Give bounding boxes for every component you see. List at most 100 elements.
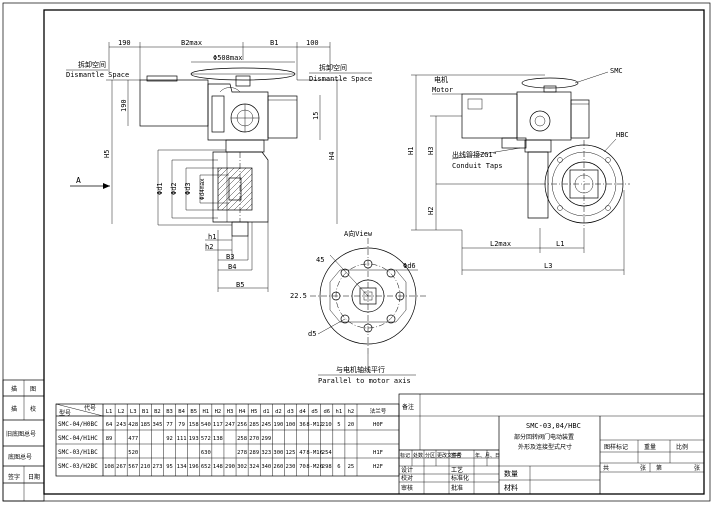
drawing-title-line3: 外形及连接型式尺寸 xyxy=(518,443,572,451)
motor-cn: 电机 xyxy=(434,75,448,84)
table-cell: 47 xyxy=(299,450,306,456)
table-cell: 285 xyxy=(249,422,259,428)
table-cell: 77 xyxy=(166,422,173,428)
table-col-header: B3 xyxy=(166,409,173,415)
table-col-header: d4 xyxy=(299,409,306,415)
drawing-title-line2: 部分回转阀门电动装置 xyxy=(514,433,574,441)
table-cell: 138 xyxy=(213,436,223,442)
motor-body xyxy=(139,79,209,127)
dismantle-left-cn: 拆卸空间 xyxy=(78,60,106,69)
outer-border xyxy=(2,2,711,502)
table-cell: 230 xyxy=(286,464,296,470)
table-cell: 290 xyxy=(225,464,235,470)
margin-cell: 底图总号 xyxy=(8,453,32,461)
table-cell: 340 xyxy=(261,464,271,470)
table-cell: 108 xyxy=(104,464,114,470)
dim-h3-right: H3 xyxy=(427,147,435,155)
table-cell: 345 xyxy=(152,422,162,428)
role-check: 校对 xyxy=(401,474,413,482)
table-header-model: 型号 xyxy=(59,409,71,417)
table-cell: 6 xyxy=(337,464,340,470)
table-cell: 245 xyxy=(261,422,271,428)
table-cell: 256 xyxy=(237,422,247,428)
dim-h5: H5 xyxy=(103,150,111,158)
dim-l3: L3 xyxy=(544,262,552,270)
hbc-label: HBC xyxy=(616,131,629,139)
margin-cell: 图 xyxy=(30,386,36,393)
table-col-header: H3 xyxy=(227,409,234,415)
margin-cell: 日期 xyxy=(28,473,40,481)
table-col-header: L1 xyxy=(106,409,113,415)
flange-dim-d5: d5 xyxy=(308,330,316,338)
role-process: 工艺 xyxy=(451,466,463,474)
table-col-header: 法兰号 xyxy=(370,407,387,415)
table-cell: 185 xyxy=(140,422,150,428)
table-cell: 520 xyxy=(128,450,138,456)
table-col-header: h1 xyxy=(336,409,343,415)
table-cell: 210 xyxy=(322,422,332,428)
table-header-code: 代号 xyxy=(84,404,96,412)
table-row-model: SMC-04/H1HC xyxy=(58,435,98,442)
drawing-title-line1: SMC-03,04/HBC xyxy=(526,422,581,430)
flange-dim-d6: Φd6 xyxy=(403,262,416,270)
table-cell: 8-M12 xyxy=(306,422,323,428)
table-cell: H2F xyxy=(373,464,383,470)
table-col-header: d5 xyxy=(311,409,318,415)
table-cell: 117 xyxy=(213,422,223,428)
motor-block xyxy=(461,93,518,139)
dim-b1: B1 xyxy=(270,39,278,47)
table-cell: H1F xyxy=(373,450,383,456)
table-cell: 273 xyxy=(152,464,162,470)
rev-col-sign: 签名 xyxy=(451,452,461,459)
material-label: 材料 xyxy=(504,483,518,492)
margin-cell: 旧底图总号 xyxy=(6,430,36,438)
flange-a-view: A向View 45 Φd6 22.5 d5 与电机轴线平行 Parallel t… xyxy=(290,229,426,385)
table-cell: 111 xyxy=(177,436,187,442)
dim-phi-d4max: Φd4max xyxy=(199,178,206,200)
table-cell: 210 xyxy=(140,464,150,470)
dim-b4: B4 xyxy=(228,263,236,271)
dismantle-left-en: Dismantle Space xyxy=(66,71,129,79)
stage-header-weight: 重量 xyxy=(644,443,656,451)
table-col-header: B2 xyxy=(154,409,161,415)
table-cell: 540 xyxy=(201,422,211,428)
flange-hatching xyxy=(217,167,253,211)
dim-b5: B5 xyxy=(236,281,244,289)
table-cell: 247 xyxy=(225,422,235,428)
table-col-header: B1 xyxy=(142,409,149,415)
dismantle-right-en: Dismantle Space xyxy=(309,75,372,83)
margin-cell: 描 xyxy=(11,405,17,413)
table-col-header: B5 xyxy=(190,409,197,415)
a-view-label: A xyxy=(76,176,81,185)
table-cell: 567 xyxy=(128,464,138,470)
role-design: 设计 xyxy=(401,466,413,474)
rev-col-count: 处数 xyxy=(413,452,423,459)
table-cell: 64 xyxy=(106,422,113,428)
dim-190-top: 190 xyxy=(118,39,131,47)
dim-h4: H4 xyxy=(328,152,336,160)
table-cell: 5 xyxy=(337,422,340,428)
rev-col-zone: 分区 xyxy=(425,452,435,459)
table-cell: 270 xyxy=(249,436,259,442)
role-review: 审核 xyxy=(401,484,413,492)
table-cell: 79 xyxy=(178,422,185,428)
table-col-header: d1 xyxy=(263,409,270,415)
flange-view-title: A向View xyxy=(344,229,373,238)
table-cell: 254 xyxy=(322,450,333,456)
sheet-unit: 张 xyxy=(640,464,646,472)
dim-phi-d3: Φd3 xyxy=(184,182,192,195)
table-cell: 298 xyxy=(322,464,332,470)
stage-header-scale: 比例 xyxy=(676,443,688,451)
table-cell: 630 xyxy=(201,450,211,456)
dim-b3: B3 xyxy=(226,253,234,261)
table-cell: 100 xyxy=(286,422,296,428)
table-cell: H0F xyxy=(373,422,383,428)
dim-h2-right: H2 xyxy=(427,207,435,215)
conduit-cn: 出线管接ZG1" xyxy=(452,150,497,159)
stage-header-pattern: 图样标记 xyxy=(604,443,628,451)
table-cell: 260 xyxy=(273,464,283,470)
table-col-header: B4 xyxy=(178,409,185,415)
